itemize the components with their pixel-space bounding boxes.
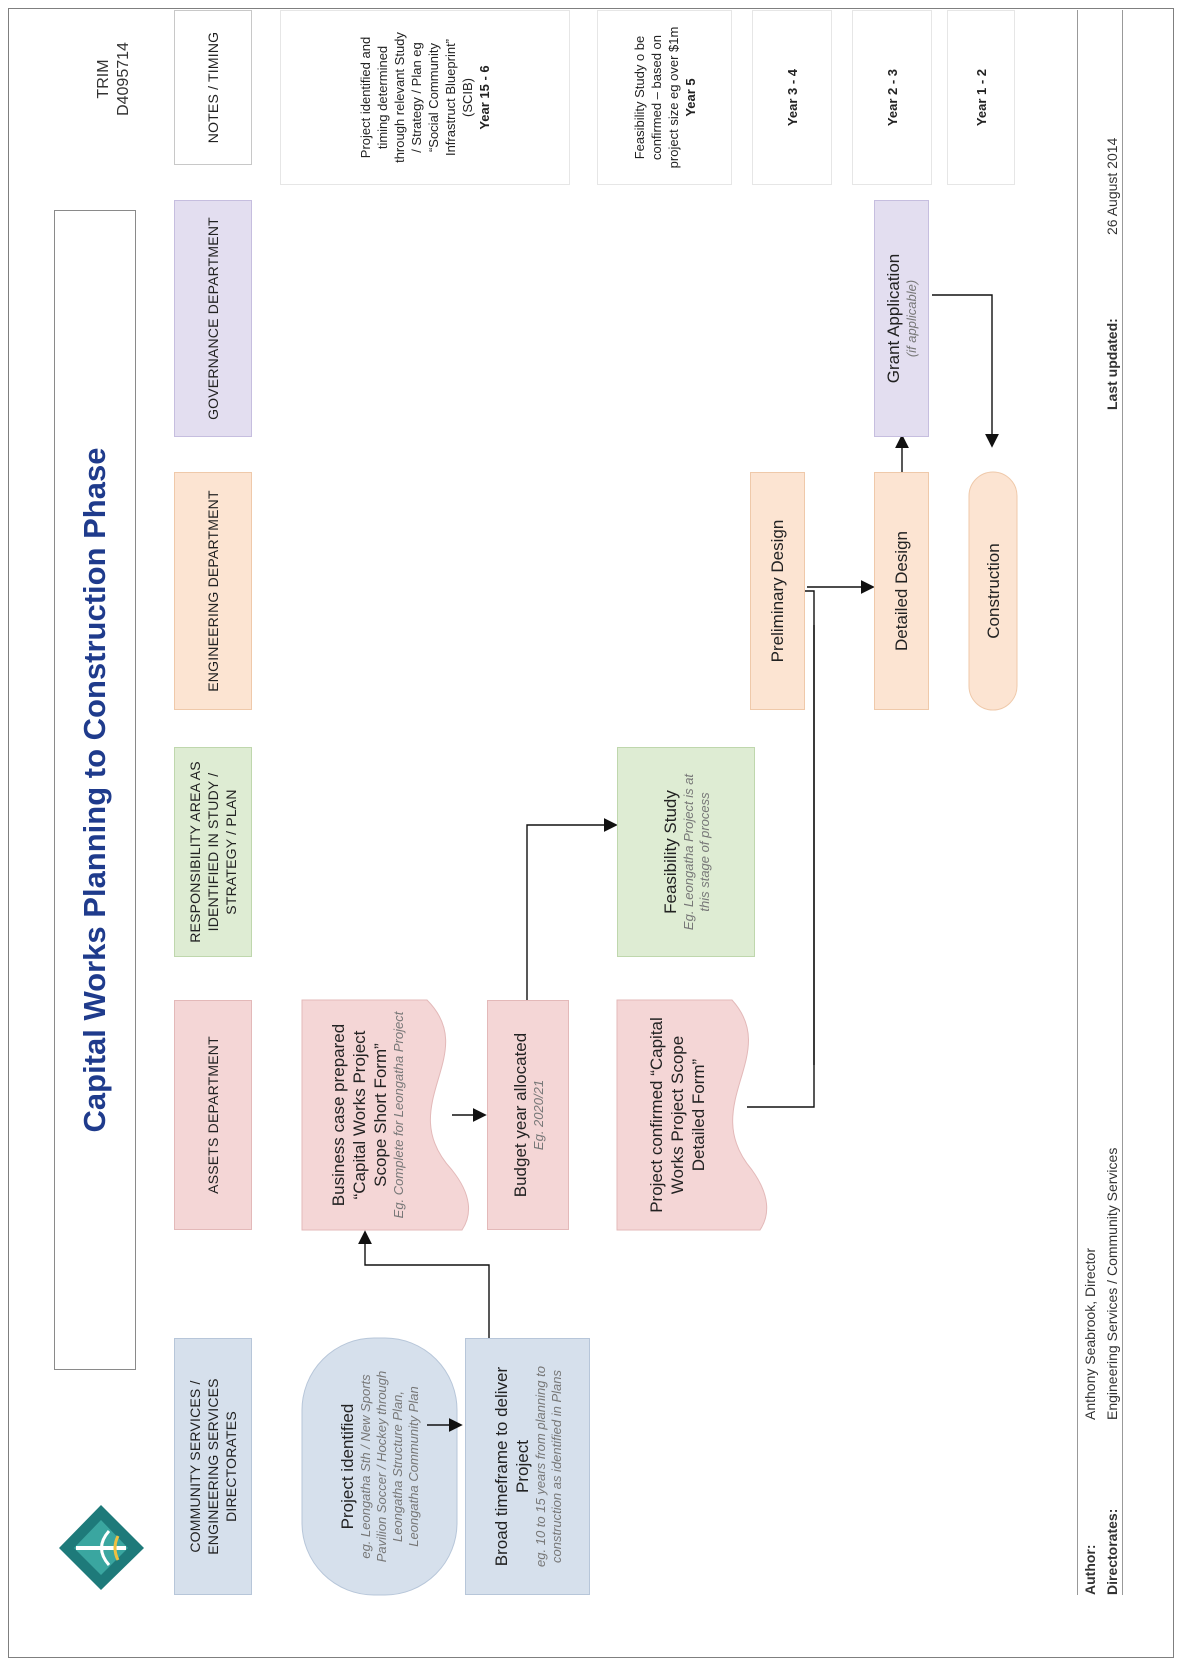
directorates-label: Directorates:	[1104, 1508, 1120, 1595]
node-business-case: Business case prepared “Capital Works Pr…	[302, 1000, 432, 1230]
node-budget-year-sub: Eg. 2020/21	[530, 1079, 546, 1151]
node-feasibility-study-sub: Eg. Leongatha Project is at this stage o…	[680, 773, 712, 931]
node-project-confirmed: Project confirmed “Capital Works Project…	[617, 1000, 737, 1230]
last-updated-label: Last updated:	[1104, 318, 1120, 410]
node-project-identified: Project identified eg. Leongatha Sth / N…	[302, 1338, 457, 1595]
node-budget-year-title: Budget year allocated	[510, 1032, 530, 1198]
node-grant-application: Grant Application (if applicable)	[874, 200, 929, 437]
node-grant-application-title: Grant Application	[884, 253, 903, 384]
footer-rule-2	[1122, 10, 1123, 1595]
node-project-identified-title: Project identified	[338, 1403, 357, 1530]
arrow-timeframe-to-business-case	[358, 1230, 490, 1338]
node-construction: Construction	[969, 472, 1017, 710]
node-project-confirmed-title: Project confirmed “Capital Works Project…	[646, 1017, 708, 1213]
author-value: Anthony Seabrook, Director	[1082, 1248, 1098, 1420]
node-grant-application-sub: (if applicable)	[904, 279, 919, 358]
node-preliminary-design: Preliminary Design	[750, 472, 805, 710]
project-identified-shape	[301, 1337, 458, 1596]
flow-shapes	[301, 294, 1018, 1596]
council-logo-icon	[54, 1500, 149, 1595]
footer-rule	[1077, 10, 1078, 1595]
arrow-grant-to-construction	[932, 294, 999, 448]
node-broad-timeframe-sub: eg. 10 to 15 years from planning to cons…	[532, 1366, 564, 1567]
construction-shape	[968, 471, 1018, 711]
node-business-case-sub: Eg. Complete for Leongatha Project	[390, 1011, 406, 1219]
node-project-identified-sub: eg. Leongatha Sth / New Sports Pavilion …	[358, 1370, 421, 1563]
node-feasibility-study: Feasibility Study Eg. Leongatha Project …	[617, 747, 755, 957]
node-preliminary-design-title: Preliminary Design	[768, 519, 787, 663]
page-frame	[8, 8, 1174, 1658]
node-construction-title: Construction	[983, 543, 1003, 639]
node-detailed-design-title: Detailed Design	[892, 531, 911, 652]
directorates-value: Engineering Services / Community Service…	[1104, 1147, 1120, 1420]
author-label: Author:	[1082, 1544, 1098, 1595]
arrow-budget-to-feasibility	[526, 818, 618, 1000]
last-updated-value: 26 August 2014	[1104, 137, 1120, 235]
node-broad-timeframe-title: Broad timeframe to deliver Project	[491, 1366, 532, 1567]
node-broad-timeframe: Broad timeframe to deliver Project eg. 1…	[465, 1338, 590, 1595]
diagram-canvas: Capital Works Planning to Construction P…	[32, 10, 1152, 1625]
node-feasibility-study-title: Feasibility Study	[660, 790, 680, 914]
business-case-shape	[301, 999, 470, 1231]
project-confirmed-shape	[616, 999, 768, 1231]
node-detailed-design: Detailed Design	[874, 472, 929, 710]
node-budget-year: Budget year allocated Eg. 2020/21	[487, 1000, 569, 1230]
node-business-case-title: Business case prepared “Capital Works Pr…	[328, 1023, 390, 1207]
